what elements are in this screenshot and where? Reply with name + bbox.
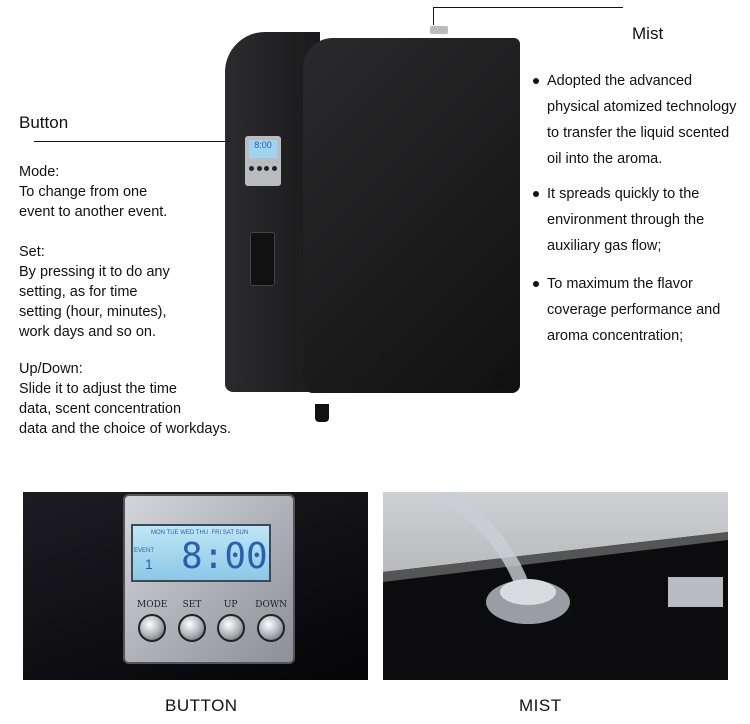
mode-title: Mode: [19,164,60,180]
panel-buttons: MODE SET UP DOWN [137,600,287,642]
down-button-knob[interactable] [257,614,286,642]
feature-bullet: To maximum the flavor coverage performanc… [533,271,750,349]
mist-caption: MIST [519,696,562,715]
lcd-event-number: 1 [145,556,153,572]
bullet-line: oil into the aroma. [547,151,663,167]
desc-line: Slide it to adjust the time [19,381,177,397]
down-label: DOWN [255,600,287,610]
mode-button[interactable]: MODE [137,600,167,642]
mode-label: MODE [137,600,168,610]
mist-outlet-illustration [383,492,728,680]
button-callout: Button [19,113,69,132]
bullet-line: physical atomized technology [547,99,737,115]
diffuser-device: 8:00 [225,26,520,422]
desc-line: work days and so on. [19,324,157,340]
bullet-icon [533,281,539,287]
up-label: UP [223,600,238,610]
desc-line: setting (hour, minutes), [19,304,167,320]
mist-leader-line [433,7,623,25]
up-button-knob[interactable] [216,614,245,642]
power-socket [250,232,275,286]
set-desc: Set: By pressing it to do any setting, a… [19,242,259,342]
lcd-days: MON TUE WED THU FRI SAT SUN [151,530,249,536]
foot [315,404,329,422]
set-button-knob[interactable] [178,614,207,642]
button-descriptions: Mode: To change from one event to anothe… [19,162,259,439]
bullet-line: It spreads quickly to the [547,186,700,202]
device-lcd-panel: 8:00 [245,136,281,186]
set-label: SET [182,600,202,610]
mist-nozzle [430,26,448,34]
foot [495,372,509,386]
down-button[interactable]: DOWN [255,600,287,642]
desc-line: data and the choice of workdays. [19,421,231,437]
feature-bullet: It spreads quickly to the environment thr… [533,181,750,259]
bullet-icon [533,78,539,84]
up-button[interactable]: UP [216,600,245,642]
desc-line: event to another event. [19,204,168,220]
button-caption: BUTTON [165,696,238,715]
bullet-icon [533,191,539,197]
desc-line: By pressing it to do any [19,264,170,280]
mode-desc: Mode: To change from one event to anothe… [19,162,259,222]
mist-closeup-photo [383,492,728,680]
set-button[interactable]: SET [178,600,207,642]
updown-title: Up/Down: [19,361,83,377]
bullet-line: environment through the [547,212,705,228]
desc-line: data, scent concentration [19,401,182,417]
desc-line: To change from one [19,184,148,200]
button-closeup-photo: MON TUE WED THU FRI SAT SUN EVENT 1 8:00… [23,492,368,680]
feature-bullet: Adopted the advanced physical atomized te… [533,68,750,172]
control-panel: MON TUE WED THU FRI SAT SUN EVENT 1 8:00… [123,494,295,664]
bullet-line: to transfer the liquid scented [547,125,730,141]
mode-button-knob[interactable] [138,614,167,642]
lcd-event-label: EVENT [134,548,155,554]
bullet-line: To maximum the flavor [547,276,693,292]
button-leader-line [34,141,230,142]
bullet-line: Adopted the advanced [547,73,693,89]
updown-desc: Up/Down: Slide it to adjust the time dat… [19,359,259,439]
mist-callout: Mist [632,24,664,43]
desc-line: setting, as for time [19,284,138,300]
bullet-line: coverage performance and [547,302,721,318]
set-title: Set: [19,244,45,260]
bullet-line: auxiliary gas flow; [547,238,662,254]
device-front [303,38,520,393]
bullet-line: aroma concentration; [547,328,684,344]
lcd-time: 8:00 [181,536,268,577]
lcd-screen: MON TUE WED THU FRI SAT SUN EVENT 1 8:00 [131,524,271,582]
